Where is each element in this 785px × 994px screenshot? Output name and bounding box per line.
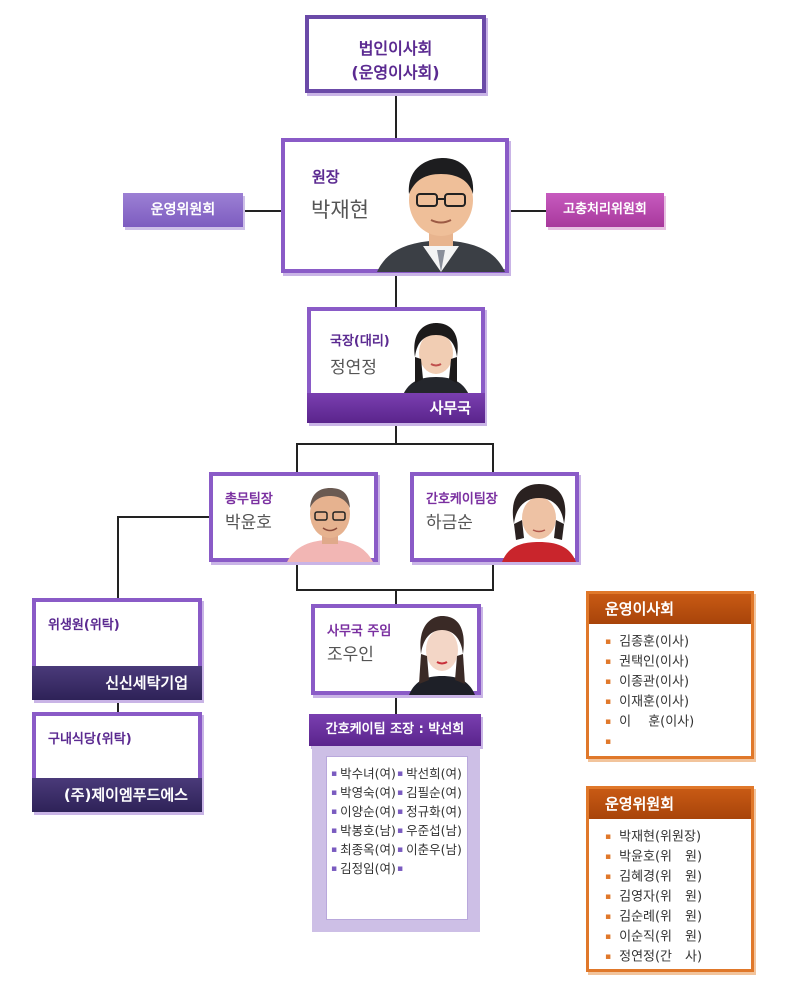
board-box: 법인이사회 (운영이사회) xyxy=(305,15,486,93)
list-item: 김정임(여) xyxy=(331,859,396,878)
care-team-col1: 박수녀(여) 박영숙(여) 이양순(여) 박봉호(남) 최종옥(여) 김정임(여… xyxy=(331,764,396,878)
connector-line xyxy=(395,589,397,607)
care-team-list-inner: 박수녀(여) 박영숙(여) 이양순(여) 박봉호(남) 최종옥(여) 김정임(여… xyxy=(326,756,468,920)
director-name: 박재현 xyxy=(311,198,369,222)
laundry-box: 위생원(위탁) 신신세탁기업 xyxy=(32,598,202,700)
operating-committee-label: 운영위원회 xyxy=(150,202,216,218)
cafeteria-label: 구내식당(위탁) xyxy=(48,732,132,747)
care-team-header: 간호케이팀 조장 : 박선희 xyxy=(309,714,481,746)
laundry-company: 신신세탁기업 xyxy=(105,674,188,692)
director-photo xyxy=(377,158,505,272)
list-item: 박수녀(여) xyxy=(331,764,396,783)
connector-line xyxy=(395,92,397,140)
list-item: 이순직(위 원) xyxy=(605,927,702,947)
connector-line xyxy=(395,422,397,444)
list-item xyxy=(397,859,462,878)
operating-committee-button[interactable]: 운영위원회 xyxy=(123,193,243,227)
operating-board-title: 운영이사회 xyxy=(589,594,751,624)
director-box: 원장 박재현 xyxy=(281,138,509,273)
grievance-committee-button[interactable]: 고충처리위원회 xyxy=(546,193,664,227)
list-item: 이재훈(이사) xyxy=(605,692,694,712)
list-item: 박영숙(여) xyxy=(331,783,396,802)
office-staff-box: 사무국 주임 조우인 xyxy=(311,604,481,695)
list-item: 이춘우(남) xyxy=(397,840,462,859)
list-item: 박재현(위원장) xyxy=(605,827,702,847)
general-team-name: 박윤호 xyxy=(225,513,272,533)
connector-line xyxy=(296,443,494,445)
list-item xyxy=(605,732,694,752)
list-item: 김종훈(이사) xyxy=(605,632,694,652)
list-item: 권택인(이사) xyxy=(605,652,694,672)
secretariat-name: 정연정 xyxy=(330,358,377,378)
operating-committee-list: 박재현(위원장) 박윤호(위 원) 김혜경(위 원) 김영자(위 원) 김순례(… xyxy=(605,827,702,967)
connector-line xyxy=(395,694,397,716)
list-item: 박선희(여) xyxy=(397,764,462,783)
care-team-header-text: 간호케이팀 조장 : 박선희 xyxy=(325,722,465,737)
laundry-company-bar: 신신세탁기업 xyxy=(32,666,202,700)
secretariat-role: 국장(대리) xyxy=(330,334,390,349)
cafeteria-company: (주)제이엠푸드에스 xyxy=(63,786,188,804)
office-staff-name: 조우인 xyxy=(327,645,374,665)
cafeteria-box: 구내식당(위탁) (주)제이엠푸드에스 xyxy=(32,712,202,812)
board-subtitle: (운영이사회) xyxy=(351,63,440,82)
connector-line xyxy=(117,516,212,518)
operating-board-list: 김종훈(이사) 권택인(이사) 이종관(이사) 이재훈(이사) 이 훈(이사) xyxy=(605,632,694,752)
general-team-box: 총무팀장 박윤호 xyxy=(209,472,378,562)
connector-line xyxy=(492,562,494,590)
list-item: 이종관(이사) xyxy=(605,672,694,692)
nursing-team-role: 간호케이팀장 xyxy=(426,492,498,507)
operating-board-panel: 운영이사회 김종훈(이사) 권택인(이사) 이종관(이사) 이재훈(이사) 이 … xyxy=(586,591,754,759)
connector-line xyxy=(395,272,397,308)
connector-line xyxy=(243,210,283,212)
list-item: 이 훈(이사) xyxy=(605,712,694,732)
list-item: 최종옥(여) xyxy=(331,840,396,859)
secretariat-box: 국장(대리) 정연정 사무국 xyxy=(307,307,485,423)
nursing-team-box: 간호케이팀장 하금순 xyxy=(410,472,579,562)
laundry-label: 위생원(위탁) xyxy=(48,618,120,633)
connector-line xyxy=(296,443,298,473)
cafeteria-company-bar: (주)제이엠푸드에스 xyxy=(32,778,202,812)
operating-committee-title: 운영위원회 xyxy=(589,789,751,819)
connector-line xyxy=(508,210,546,212)
general-team-photo xyxy=(287,488,373,562)
connector-line xyxy=(492,443,494,473)
connector-line xyxy=(117,516,119,600)
board-title: 법인이사회 xyxy=(358,39,433,58)
secretariat-dept-bar: 사무국 xyxy=(307,393,485,423)
office-staff-photo xyxy=(409,616,475,695)
list-item: 우준섭(남) xyxy=(397,821,462,840)
list-item: 김영자(위 원) xyxy=(605,887,702,907)
nursing-team-photo xyxy=(502,484,576,562)
list-item: 김혜경(위 원) xyxy=(605,867,702,887)
list-item: 이양순(여) xyxy=(331,802,396,821)
list-item: 김필순(여) xyxy=(397,783,462,802)
list-item: 정연정(간 사) xyxy=(605,947,702,967)
secretariat-photo xyxy=(403,323,469,395)
list-item: 김순례(위 원) xyxy=(605,907,702,927)
care-team-list-box: 박수녀(여) 박영숙(여) 이양순(여) 박봉호(남) 최종옥(여) 김정임(여… xyxy=(312,746,480,932)
care-team-col2: 박선희(여) 김필순(여) 정규화(여) 우준섭(남) 이춘우(남) xyxy=(397,764,462,878)
director-role: 원장 xyxy=(312,168,340,186)
general-team-role: 총무팀장 xyxy=(225,492,273,507)
secretariat-dept: 사무국 xyxy=(429,399,471,417)
nursing-team-name: 하금순 xyxy=(426,513,473,533)
connector-line xyxy=(117,700,119,714)
list-item: 정규화(여) xyxy=(397,802,462,821)
list-item: 박윤호(위 원) xyxy=(605,847,702,867)
list-item: 박봉호(남) xyxy=(331,821,396,840)
operating-committee-panel: 운영위원회 박재현(위원장) 박윤호(위 원) 김혜경(위 원) 김영자(위 원… xyxy=(586,786,754,972)
office-staff-role: 사무국 주임 xyxy=(327,624,392,639)
grievance-committee-label: 고충처리위원회 xyxy=(563,202,647,217)
connector-line xyxy=(296,562,298,590)
